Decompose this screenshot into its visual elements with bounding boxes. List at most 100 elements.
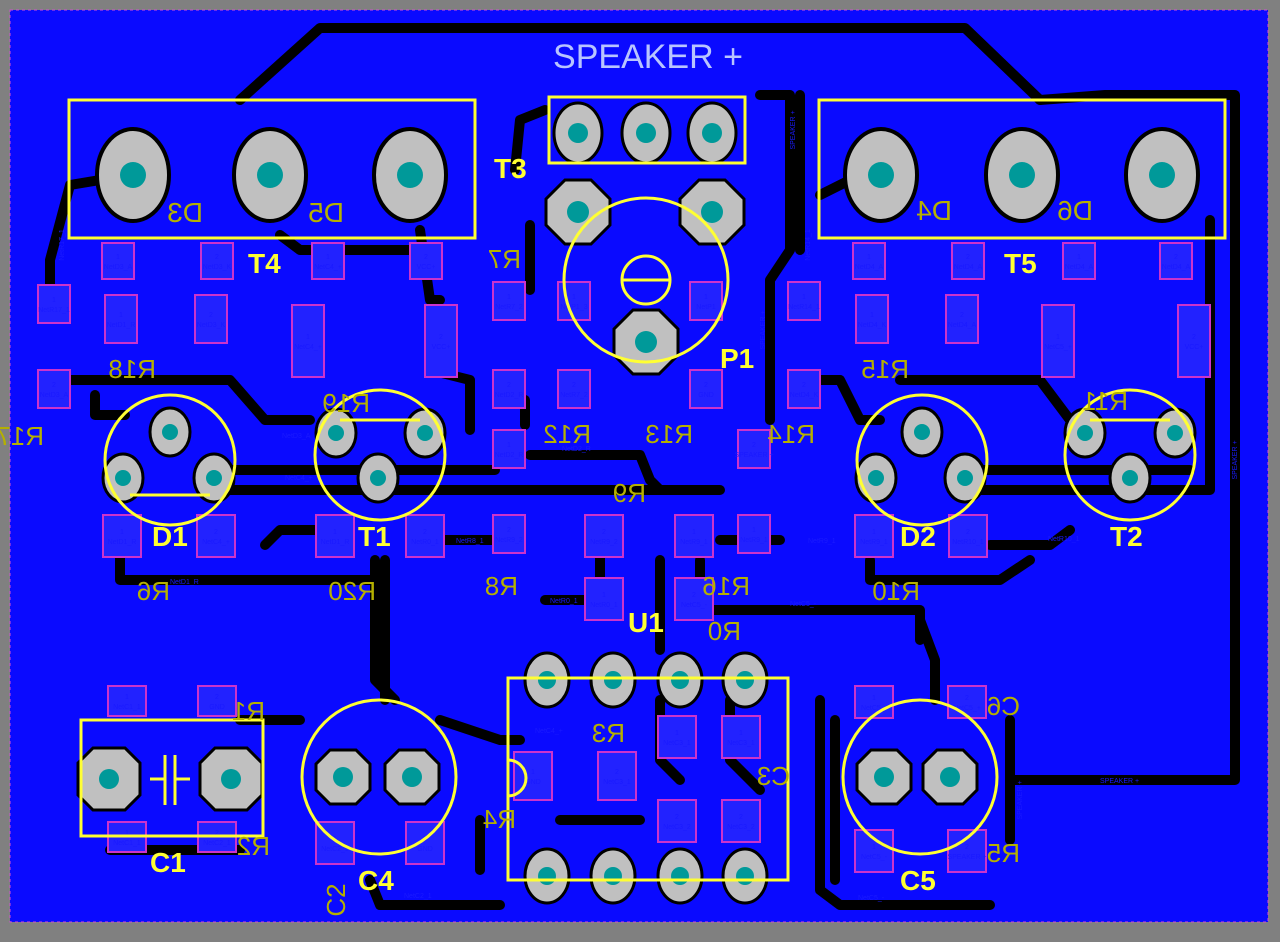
drill bbox=[671, 867, 689, 885]
label-T2: T2 bbox=[1110, 521, 1143, 552]
drill bbox=[671, 671, 689, 689]
outline-T2 bbox=[1063, 388, 1197, 522]
outline-D2 bbox=[855, 393, 989, 527]
net-c5b: NetC5_- bbox=[858, 895, 885, 902]
drill bbox=[567, 201, 589, 223]
smd-pad-net: NetD1_R bbox=[107, 322, 136, 329]
drill bbox=[538, 867, 556, 885]
drill bbox=[604, 867, 622, 885]
smd-pad-body bbox=[721, 715, 761, 759]
track bbox=[865, 555, 1035, 585]
smd-pad-number: 1 bbox=[752, 527, 756, 534]
smd-pad-net: NetC5_- bbox=[861, 854, 888, 861]
net-speaker-top: SPEAKER + bbox=[790, 110, 797, 149]
smd-pad-number: 1 bbox=[802, 294, 806, 301]
smd-pad-net: SPEAKER + bbox=[734, 452, 773, 459]
smd-pad-body bbox=[200, 242, 234, 280]
smd-pad-net: NetC1_1 bbox=[113, 840, 141, 847]
smd-pad-number: 2 bbox=[675, 814, 679, 821]
smd-pad-body bbox=[945, 294, 979, 344]
smd-pad-net: NetC5_+ bbox=[1044, 344, 1072, 351]
track bbox=[435, 715, 525, 745]
smd-pad-number: 2 bbox=[752, 442, 756, 449]
smd-pad-body bbox=[492, 281, 526, 321]
smd-pad-net: NetR0_1 bbox=[411, 539, 439, 546]
drill bbox=[417, 425, 433, 441]
smd-pad-number: 1 bbox=[872, 529, 876, 536]
net-r8: NetR8_1 bbox=[456, 538, 484, 545]
smd-pad-body bbox=[104, 294, 138, 344]
smd-pad-number: 1 bbox=[125, 830, 129, 837]
smd-pad-net: NetC4_+ bbox=[294, 344, 322, 351]
smd-pad-body bbox=[291, 304, 325, 378]
label-R8: R8 bbox=[485, 571, 518, 601]
drill bbox=[940, 767, 960, 787]
smd-pad-net: SPEAKER + bbox=[947, 854, 986, 861]
smd-pad-net: NetC4_+ bbox=[202, 539, 230, 546]
drill bbox=[1122, 470, 1138, 486]
smd-pad-number: 1 bbox=[739, 730, 743, 737]
outline-U1 bbox=[506, 676, 790, 882]
smd-pad-net: NetD4_A bbox=[1065, 264, 1094, 271]
smd-pad-net: NetR9_1 bbox=[740, 537, 768, 544]
label-R10: R10 bbox=[872, 576, 920, 606]
smd-pad-number: 2 bbox=[802, 382, 806, 389]
smd-pad-body bbox=[855, 294, 889, 344]
label-T3: T3 bbox=[494, 153, 527, 184]
to92-drills bbox=[115, 424, 1183, 486]
smd-pad-number: 1 bbox=[870, 312, 874, 319]
outline-T4 bbox=[67, 98, 477, 240]
label-D6: D6 bbox=[1057, 195, 1093, 226]
smd-pad-body bbox=[854, 685, 894, 719]
smd-pad-number: 2 bbox=[507, 382, 511, 389]
smd-pad-number: 1 bbox=[692, 529, 696, 536]
smd-pad-net: NetR9_2 bbox=[495, 537, 523, 544]
smd-pad-number: 2 bbox=[215, 694, 219, 701]
label-R0: R0 bbox=[708, 616, 741, 646]
smd-pad-net: VCC+ bbox=[432, 344, 451, 351]
smd-pad-number: 1 bbox=[120, 529, 124, 536]
smd-pad-net: GND bbox=[525, 779, 541, 786]
smd-pad-net: NetD4_K bbox=[858, 322, 887, 329]
label-R7: R7 bbox=[488, 244, 521, 274]
smd-pad-number: 2 bbox=[692, 592, 696, 599]
label-T5: T5 bbox=[1004, 248, 1037, 279]
smd-pad-body bbox=[424, 304, 458, 378]
smd-pad-body bbox=[737, 429, 771, 469]
silk-outlines bbox=[67, 95, 1227, 882]
net-r0: NetR0_1 bbox=[550, 598, 578, 605]
smd-pad-number: 1 bbox=[872, 695, 876, 702]
smd-pad-net: NetC5_- bbox=[861, 705, 888, 712]
label-T4: T4 bbox=[248, 248, 281, 279]
smd-pad-body bbox=[689, 369, 723, 409]
smd-pad-net: NetD3_K bbox=[203, 264, 232, 271]
smd-pad-number: 1 bbox=[507, 442, 511, 449]
drill bbox=[1149, 162, 1175, 188]
smd-pad-number: 2 bbox=[423, 529, 427, 536]
drill bbox=[635, 331, 657, 353]
smd-pad-body bbox=[657, 715, 697, 759]
smd-pad-body bbox=[557, 369, 591, 409]
board-outline bbox=[9, 9, 1269, 923]
net-c5m: NetC5_- bbox=[790, 601, 817, 608]
smd-pad-body bbox=[315, 514, 355, 558]
smd-pad-body bbox=[101, 242, 135, 280]
